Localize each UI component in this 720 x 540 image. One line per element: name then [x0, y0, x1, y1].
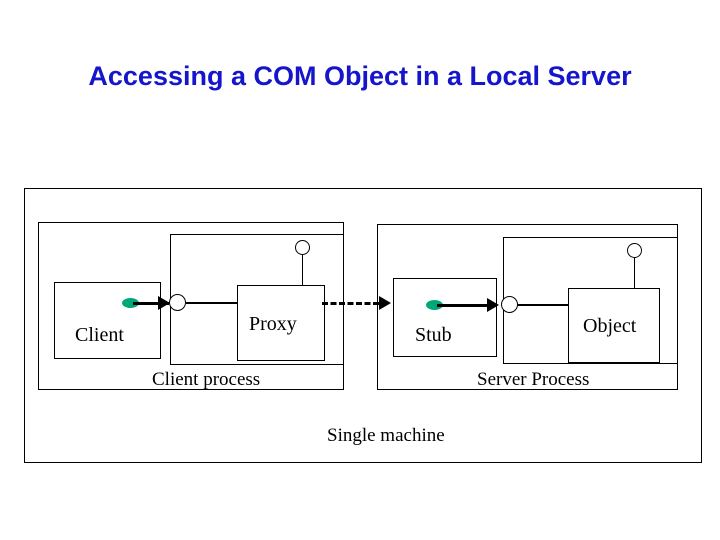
stub-call-arrowhead: [487, 298, 499, 312]
object-component-box: [568, 288, 660, 363]
server-process-label: Server Process: [477, 369, 590, 390]
proxy-socket-circle-icon: [169, 294, 186, 311]
stub-component-label: Stub: [415, 324, 452, 346]
client-call-arrowhead: [158, 296, 170, 310]
stub-component-box: [393, 278, 497, 357]
object-provided-interface-circle-icon: [627, 243, 642, 258]
proxy-component-box: [237, 285, 325, 361]
client-call-line: [133, 301, 169, 305]
proxy-provided-interface-stem: [301, 255, 304, 286]
object-provided-interface-stem: [633, 258, 636, 289]
object-socket-to-object-line: [518, 304, 569, 306]
page-title: Accessing a COM Object in a Local Server: [88, 61, 632, 91]
client-process-label: Client process: [152, 369, 261, 390]
proxy-socket-to-proxy-line: [186, 302, 238, 304]
client-component-label: Client: [75, 324, 124, 346]
proxy-to-stub-dashed-line: [322, 302, 379, 305]
single-machine-label: Single machine: [327, 425, 445, 446]
client-component-box: [54, 282, 161, 359]
object-socket-circle-icon: [501, 296, 518, 313]
proxy-component-label: Proxy: [249, 313, 297, 335]
single-machine-container: [24, 188, 702, 463]
object-component-label: Object: [583, 315, 637, 337]
stub-call-line: [437, 303, 487, 307]
proxy-to-stub-arrowhead: [379, 296, 391, 310]
stub-outgoing-interface-icon: [426, 300, 443, 310]
proxy-provided-interface-circle-icon: [295, 240, 310, 255]
client-outgoing-interface-icon: [122, 298, 139, 308]
